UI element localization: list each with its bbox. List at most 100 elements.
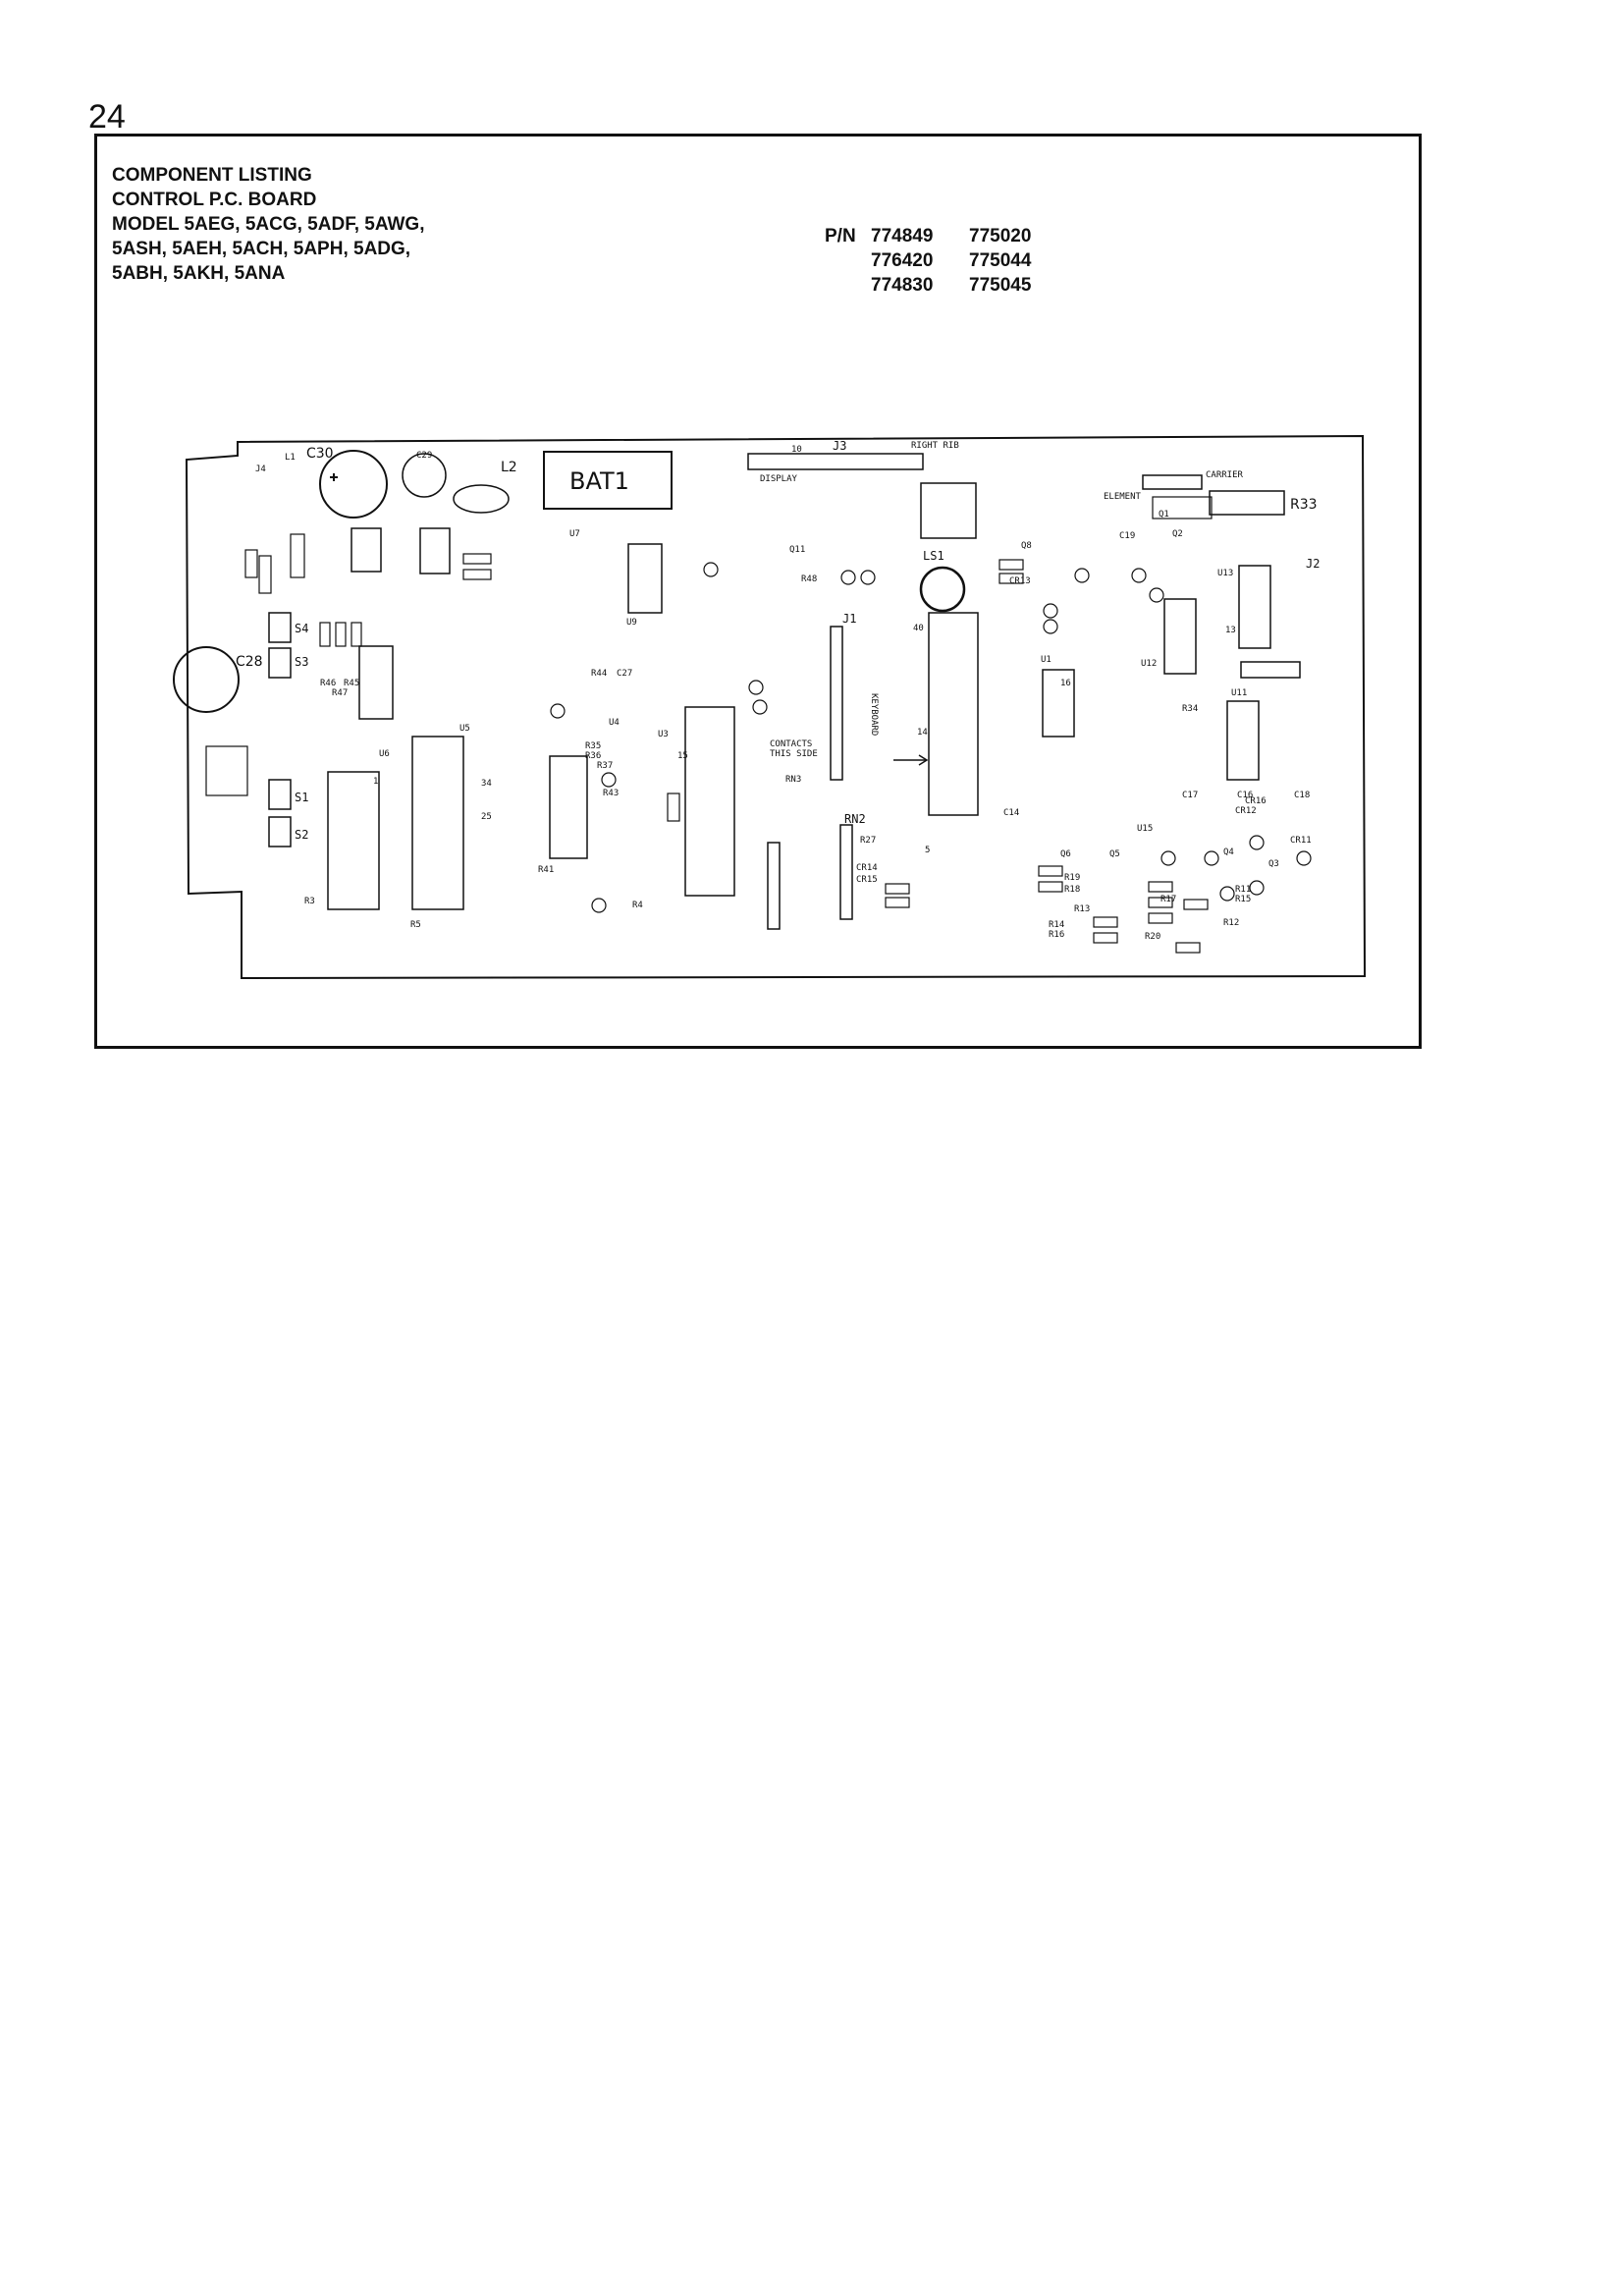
label-r27: R27 <box>860 836 876 846</box>
label-r19: R19 <box>1064 873 1080 883</box>
part-number: 775020 <box>969 226 1032 246</box>
label-u7: U7 <box>569 529 580 539</box>
label-u9: U9 <box>626 618 637 628</box>
label-this-side: THIS SIDE <box>770 749 818 759</box>
label-r5: R5 <box>410 920 421 930</box>
label-element: ELEMENT <box>1104 492 1142 502</box>
capacitor-c29 <box>402 453 447 498</box>
label-j1: J1 <box>842 612 856 626</box>
label-j3: J3 <box>833 439 846 453</box>
label-r17: R17 <box>1160 895 1176 904</box>
label-u12: U12 <box>1141 659 1157 669</box>
label-r47: R47 <box>332 688 348 698</box>
label-pin25: 25 <box>481 812 492 822</box>
label-r3: R3 <box>304 897 315 906</box>
label-q11: Q11 <box>789 545 805 555</box>
inductor-l2 <box>453 484 510 514</box>
label-q1: Q1 <box>1159 510 1169 519</box>
label-j4: J4 <box>255 465 266 474</box>
figure-frame <box>94 134 1422 1049</box>
switches <box>268 612 292 847</box>
label-r46: R46 <box>320 679 336 688</box>
component-listing-title: COMPONENT LISTING CONTROL P.C. BOARD MOD… <box>112 163 424 286</box>
label-bat1: BAT1 <box>569 467 629 495</box>
label-l2: L2 <box>501 460 517 475</box>
label-rn3: RN3 <box>785 775 801 785</box>
label-cr15: CR15 <box>856 875 878 885</box>
label-r14: R14 <box>1049 920 1064 930</box>
label-r20: R20 <box>1145 932 1160 942</box>
label-r41: R41 <box>538 865 554 875</box>
label-u1: U1 <box>1041 655 1052 665</box>
label-s4: S4 <box>295 622 308 635</box>
label-u15: U15 <box>1137 824 1153 834</box>
ic-packages <box>327 453 1301 930</box>
label-ls1: LS1 <box>923 549 944 563</box>
label-c29: C29 <box>416 451 432 461</box>
label-pin5: 5 <box>925 846 930 855</box>
label-contacts: CONTACTS <box>770 739 812 749</box>
capacitor-c30 <box>319 450 388 519</box>
label-pin15: 15 <box>677 751 688 761</box>
pcb-layout-diagram: BAT1 C30 C28 L2 R33 J1 J2 J3 LS1 RN2 RN3… <box>173 434 1367 980</box>
label-r4: R4 <box>632 901 643 910</box>
speaker-ls1 <box>919 566 966 613</box>
part-number-row: 774830 775045 <box>825 273 1067 298</box>
label-r13: R13 <box>1074 904 1090 914</box>
label-pin13: 13 <box>1225 626 1236 635</box>
label-q3: Q3 <box>1268 859 1279 869</box>
label-cr14: CR14 <box>856 863 878 873</box>
label-q4: Q4 <box>1223 847 1234 857</box>
label-r36: R36 <box>585 751 601 761</box>
part-number: 775045 <box>969 275 1032 296</box>
label-display: DISPLAY <box>760 474 798 484</box>
label-q2: Q2 <box>1172 529 1183 539</box>
listing-line-4: 5ASH, 5AEH, 5ACH, 5APH, 5ADG, <box>112 239 411 259</box>
listing-line-1: COMPONENT LISTING <box>112 165 312 186</box>
label-u13: U13 <box>1217 569 1233 578</box>
label-q8: Q8 <box>1021 541 1032 551</box>
label-cr12: CR12 <box>1235 806 1257 816</box>
label-rn2: RN2 <box>844 812 866 826</box>
label-carrier: CARRIER <box>1206 470 1244 480</box>
part-number-table: P/N 774849 775020 776420 775044 774830 7… <box>825 224 1067 298</box>
label-r15: R15 <box>1235 895 1251 904</box>
label-u4: U4 <box>609 718 620 728</box>
pn-prefix: P/N <box>825 226 856 246</box>
label-u6: U6 <box>379 749 390 759</box>
label-u5: U5 <box>459 724 470 734</box>
label-q6: Q6 <box>1060 849 1071 859</box>
label-r44: R44 <box>591 669 607 679</box>
label-c30: C30 <box>306 446 334 462</box>
label-pin16: 16 <box>1060 679 1071 688</box>
part-number: 775044 <box>969 250 1032 271</box>
part-number: 774830 <box>871 275 934 296</box>
label-l1: L1 <box>285 453 296 463</box>
board-outline <box>185 434 1367 980</box>
label-c28: C28 <box>236 654 263 670</box>
label-c19: C19 <box>1119 531 1135 541</box>
part-number-row: P/N 774849 775020 <box>825 224 1067 248</box>
label-s1: S1 <box>295 791 308 804</box>
label-right-rib: RIGHT RIB <box>911 441 959 451</box>
label-pin40: 40 <box>913 624 924 633</box>
listing-line-3: MODEL 5AEG, 5ACG, 5ADF, 5AWG, <box>112 214 425 235</box>
label-pin10: 10 <box>791 445 802 455</box>
label-pin1: 1 <box>373 777 378 787</box>
label-keyboard: KEYBOARD <box>869 693 879 736</box>
board-labels: BAT1 C30 C28 L2 R33 J1 J2 J3 LS1 RN2 RN3… <box>236 439 1320 942</box>
part-number: 776420 <box>871 250 934 271</box>
label-s3: S3 <box>295 655 308 669</box>
part-number: 774849 <box>871 226 934 246</box>
label-r37: R37 <box>597 761 613 771</box>
header-rule <box>94 134 1422 137</box>
listing-line-2: CONTROL P.C. BOARD <box>112 190 317 210</box>
capacitor-c28 <box>173 646 240 713</box>
label-u11: U11 <box>1231 688 1247 698</box>
label-r35: R35 <box>585 741 601 751</box>
contacts-arrow <box>893 754 929 766</box>
label-c17: C17 <box>1182 791 1198 800</box>
label-r12: R12 <box>1223 918 1239 928</box>
label-cr13: CR13 <box>1009 576 1031 586</box>
label-c14: C14 <box>1003 808 1019 818</box>
